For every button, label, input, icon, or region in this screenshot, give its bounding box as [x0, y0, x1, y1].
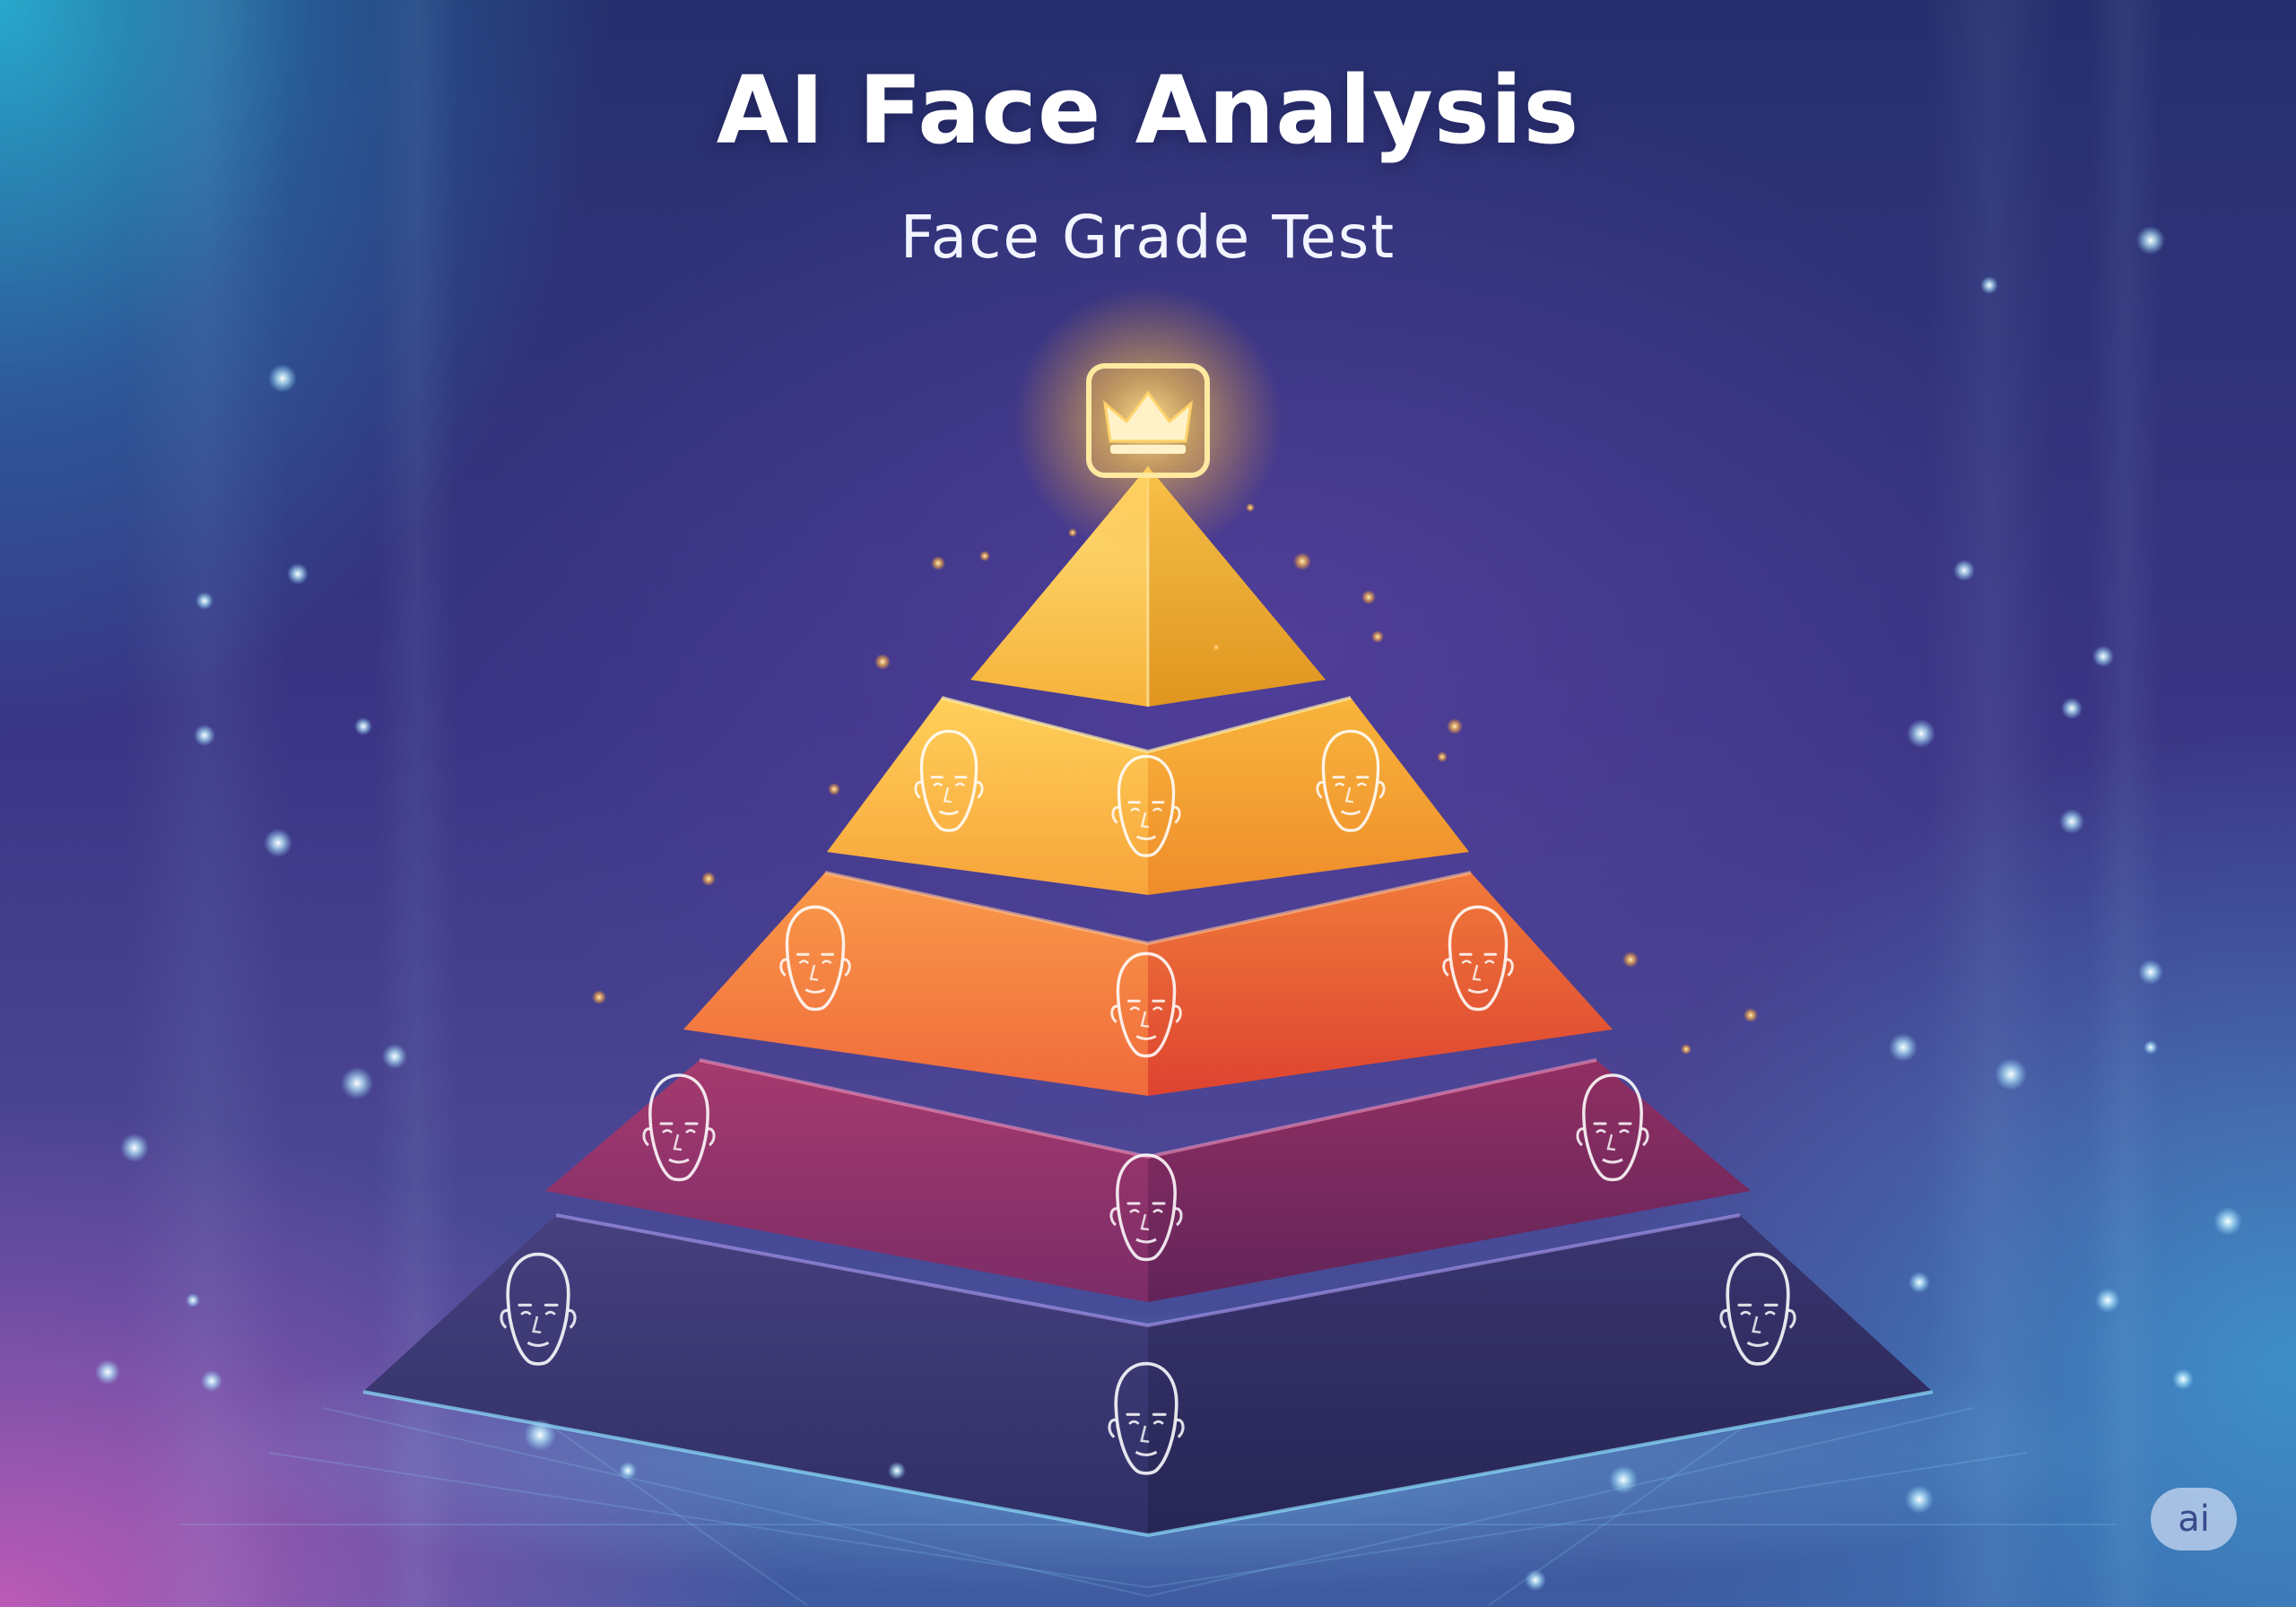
light-beam — [2090, 0, 2161, 1607]
sparkle-particles — [95, 226, 2242, 1591]
page-subtitle: Face Grade Test — [900, 203, 1396, 272]
floor-grid — [179, 1407, 2117, 1606]
page-title: AI Face Analysis — [716, 56, 1580, 165]
tier-3 — [683, 871, 1613, 1096]
light-beam — [1928, 0, 2054, 1607]
tier-4 — [545, 1058, 1751, 1302]
tier-5-base — [362, 1213, 1934, 1538]
ai-logo-badge: ai — [2151, 1488, 2237, 1551]
crown-icon — [1086, 363, 1210, 478]
ai-logo-text: ai — [2178, 1498, 2210, 1540]
light-beam — [126, 0, 287, 1607]
tier-2 — [827, 696, 1469, 895]
